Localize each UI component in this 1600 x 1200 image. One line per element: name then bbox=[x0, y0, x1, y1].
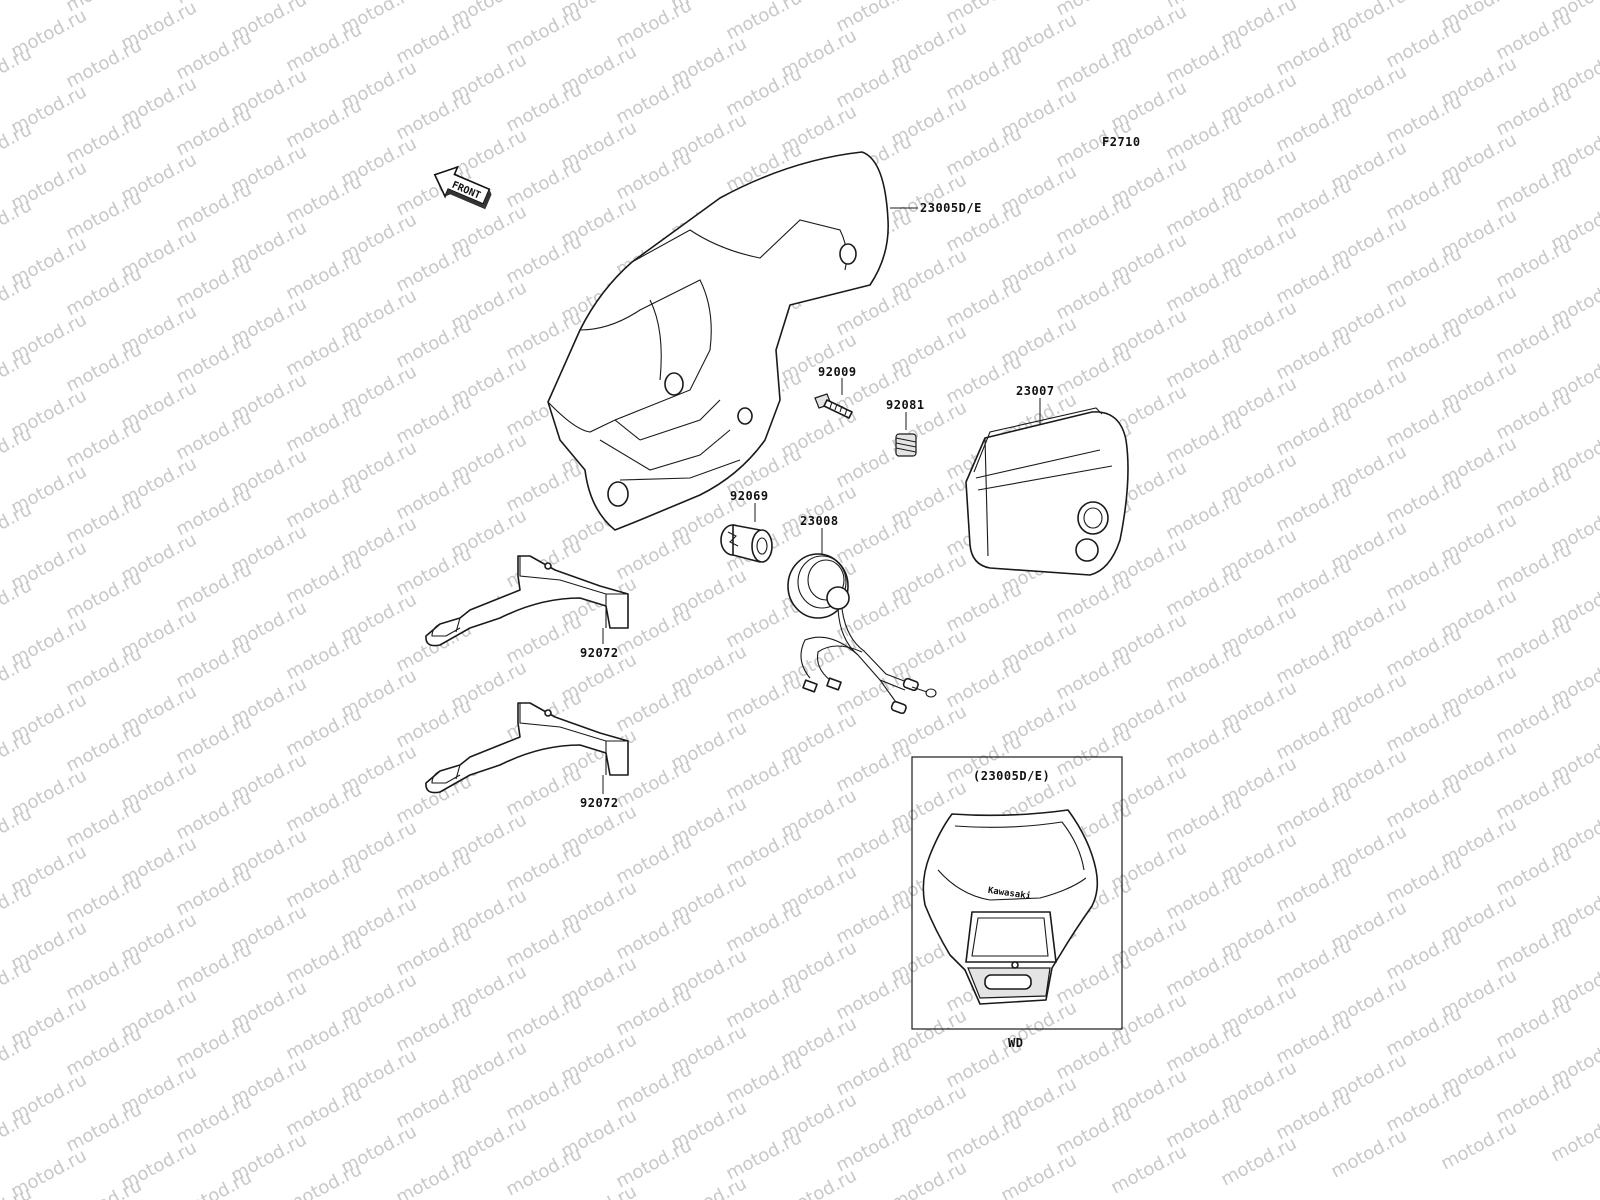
watermark-text: motod.ru bbox=[0, 955, 35, 1012]
watermark-text: motod.ru bbox=[0, 119, 35, 176]
bulb: 92069 bbox=[720, 489, 773, 563]
headlight-unit: 23007 bbox=[965, 384, 1129, 576]
label-headlight-cover: 23005D/E bbox=[920, 201, 982, 215]
watermark-text: motod.ru bbox=[0, 1107, 35, 1164]
screw: 92009 bbox=[814, 365, 857, 419]
label-socket-harness: 23008 bbox=[800, 514, 839, 528]
label-headlight-unit: 23007 bbox=[1016, 384, 1055, 398]
bracket-upper: 92072 bbox=[425, 555, 629, 660]
watermark-text: motod.ru bbox=[0, 1031, 35, 1088]
watermark-text: motod.ru bbox=[1547, 1109, 1600, 1166]
watermark-text: motod.ru bbox=[0, 423, 35, 480]
headlight-cover: 23005D/E bbox=[547, 151, 982, 531]
variant-inset: (23005D/E) Kawasaki WD bbox=[911, 756, 1123, 1050]
label-bulb: 92069 bbox=[730, 489, 769, 503]
label-spring: 92081 bbox=[886, 398, 925, 412]
watermark-text: motod.ru bbox=[502, 1143, 585, 1200]
watermark-text: motod.ru bbox=[392, 1151, 475, 1200]
watermark-text: motod.ru bbox=[282, 1159, 365, 1200]
watermark-text: motod.ru bbox=[1107, 1141, 1190, 1198]
watermark-text: motod.ru bbox=[0, 499, 35, 556]
watermark-text: motod.ru bbox=[997, 1149, 1080, 1200]
label-screw: 92009 bbox=[818, 365, 857, 379]
watermark-text: motod.ru bbox=[0, 803, 35, 860]
watermark-text: motod.ru bbox=[557, 1181, 640, 1200]
watermark-text: motod.ru bbox=[0, 651, 35, 708]
watermark-text: motod.ru bbox=[1327, 1125, 1410, 1182]
watermark-text: motod.ru bbox=[0, 879, 35, 936]
watermark-text: motod.ru bbox=[0, 727, 35, 784]
inset-frame bbox=[911, 756, 1123, 1030]
watermark-text: motod.ru bbox=[0, 575, 35, 632]
watermark-text: motod.ru bbox=[1437, 1117, 1520, 1174]
watermark-text: motod.ru bbox=[172, 1167, 255, 1200]
inset-title: (23005D/E) bbox=[973, 769, 1050, 783]
watermark-text: motod.ru bbox=[887, 1157, 970, 1200]
watermark-text: motod.ru bbox=[667, 1173, 750, 1200]
label-bracket-upper: 92072 bbox=[580, 646, 619, 660]
socket-harness: 23008 bbox=[787, 514, 937, 715]
watermark-text: motod.ru bbox=[62, 1175, 145, 1200]
watermark-text: motod.ru bbox=[0, 0, 35, 24]
watermark-text: motod.ru bbox=[0, 43, 35, 100]
watermark-text: motod.ru bbox=[777, 1165, 860, 1200]
watermark-text: motod.ru bbox=[0, 347, 35, 404]
spring: 92081 bbox=[886, 398, 925, 457]
bracket-lower: 92072 bbox=[425, 702, 629, 810]
front-arrow-icon: FRONT bbox=[433, 165, 492, 210]
figure-code: F2710 bbox=[1102, 135, 1141, 149]
watermark-text: motod.ru bbox=[0, 195, 35, 252]
inset-caption: WD bbox=[1008, 1036, 1023, 1050]
watermark-text: motod.ru bbox=[1217, 1133, 1300, 1190]
label-bracket-lower: 92072 bbox=[580, 796, 619, 810]
watermark-text: motod.ru bbox=[0, 271, 35, 328]
